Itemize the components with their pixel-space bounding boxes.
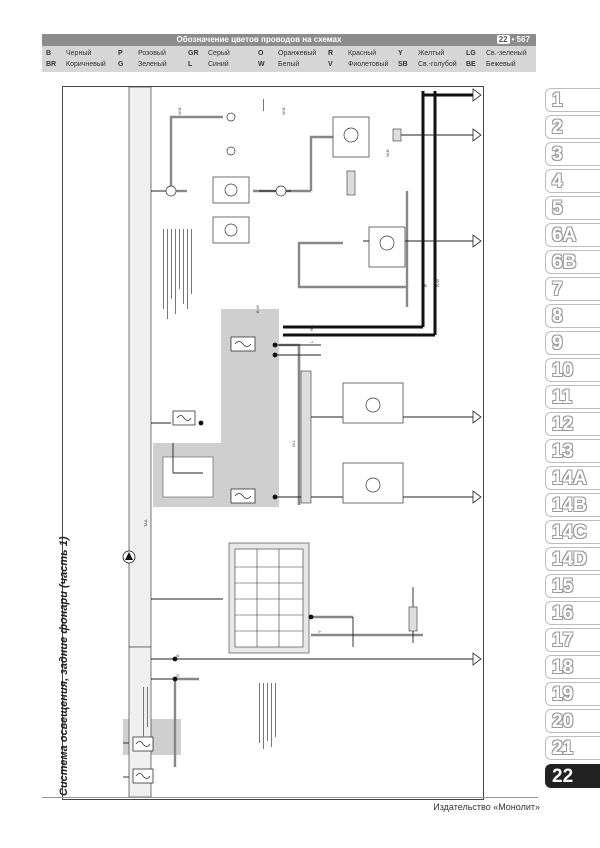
splice-points	[172, 342, 314, 682]
page-title: Система освещения, задние фонари (часть …	[58, 536, 70, 797]
chapter-tab-19[interactable]: 19	[545, 682, 600, 706]
chapter-tab-10[interactable]: 10	[545, 358, 600, 382]
chapter-tab-4[interactable]: 4	[545, 169, 600, 193]
wire-label: Y	[317, 630, 322, 633]
tail-relay-box	[162, 456, 214, 498]
wire-label: W-B	[281, 107, 286, 115]
connector-bars	[300, 128, 418, 632]
footer-divider	[42, 797, 538, 798]
chapter-tab-7[interactable]: 7	[545, 277, 600, 301]
gray-wires	[169, 115, 423, 767]
ground-symbols	[472, 88, 482, 666]
chapter-tab-2[interactable]: 2	[545, 115, 600, 139]
page-reference: 22• 567	[496, 35, 530, 45]
wire-label: R-W	[435, 279, 440, 287]
wire-label: W-L	[291, 439, 296, 447]
wiring-diagram: W-B W-B B-W R-L L W-B R R-W W-L G B Y TA…	[62, 86, 484, 800]
chapter-tab-14d[interactable]: 14D	[545, 547, 600, 571]
chapter-tab-14c[interactable]: 14C	[545, 520, 600, 544]
chapter-tab-18[interactable]: 18	[545, 655, 600, 679]
page-reference-page: • 567	[511, 35, 530, 44]
wire-label: R-L	[309, 324, 314, 331]
thick-wires	[283, 91, 473, 337]
chapter-tab-6a[interactable]: 6A	[545, 223, 600, 247]
wire-label: L	[309, 340, 314, 343]
chapter-tab-11[interactable]: 11	[545, 385, 600, 409]
legend-title-bar: Обозначение цветов проводов на схемах 22…	[42, 34, 536, 46]
chapter-tab-9[interactable]: 9	[545, 331, 600, 355]
chapter-tab-12[interactable]: 12	[545, 412, 600, 436]
publisher-name: Издательство «Монолит»	[433, 802, 540, 812]
wire-label: B	[175, 654, 180, 657]
wiring-diagram-svg: W-B W-B B-W R-L L W-B R R-W W-L G B Y TA…	[122, 87, 482, 798]
junction-block-bar	[128, 87, 152, 648]
chapter-tab-3[interactable]: 3	[545, 142, 600, 166]
chapter-tab-22-active[interactable]: 22	[545, 764, 600, 788]
chapter-tab-6b[interactable]: 6B	[545, 250, 600, 274]
wire-label: W-B	[385, 149, 390, 157]
legend-title: Обозначение цветов проводов на схемах	[176, 35, 342, 44]
annotation-text-blocks	[143, 99, 276, 749]
chapter-tab-20[interactable]: 20	[545, 709, 600, 733]
chapter-tab-14b[interactable]: 14B	[545, 493, 600, 517]
earth-symbol	[122, 550, 136, 564]
chapter-tab-16[interactable]: 16	[545, 601, 600, 625]
chapter-tab-8[interactable]: 8	[545, 304, 600, 328]
thin-wires	[123, 134, 475, 778]
wire-label: TAIL	[143, 518, 148, 527]
wire-label: B-W	[255, 305, 260, 313]
wire-label: R	[423, 284, 428, 287]
wire-label: W-B	[177, 107, 182, 115]
chapter-tab-1[interactable]: 1	[545, 88, 600, 112]
lamp-components	[165, 112, 406, 504]
wire-label: G	[175, 674, 180, 677]
chapter-tab-14a[interactable]: 14A	[545, 466, 600, 490]
light-switch-table	[228, 542, 310, 654]
page-reference-chapter: 22	[496, 35, 510, 44]
fuses	[132, 336, 256, 784]
chapter-tab-13[interactable]: 13	[545, 439, 600, 463]
wire-labels: W-B W-B B-W R-L L W-B R R-W W-L G B Y TA…	[143, 107, 440, 677]
chapter-tab-21[interactable]: 21	[545, 736, 600, 760]
wire-color-legend: Обозначение цветов проводов на схемах 22…	[42, 34, 536, 72]
chapter-tab-17[interactable]: 17	[545, 628, 600, 652]
chapter-tab-5[interactable]: 5	[545, 196, 600, 220]
chapter-tab-15[interactable]: 15	[545, 574, 600, 598]
